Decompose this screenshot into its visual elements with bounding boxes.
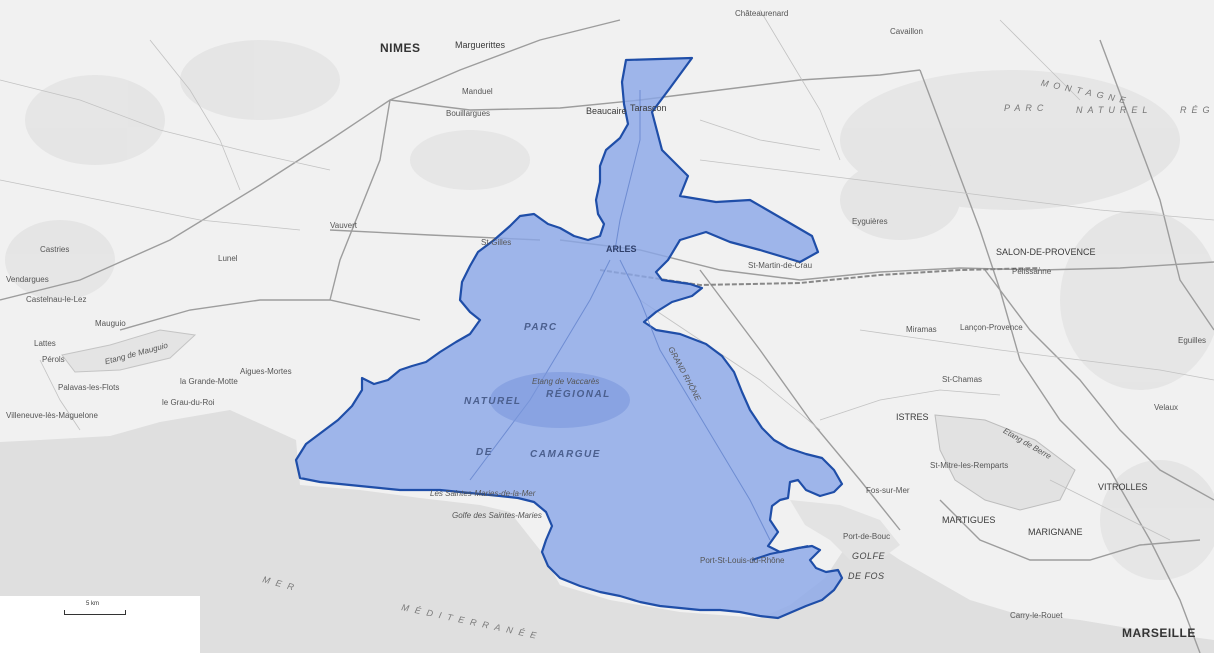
label-grande-motte: la Grande-Motte	[180, 377, 238, 386]
label-golfe-stes: Golfe des Saintes-Maries	[452, 511, 542, 520]
etang-de-vaccares	[490, 372, 630, 428]
label-nimes: NIMES	[380, 41, 421, 55]
road-network	[0, 19, 1214, 653]
label-velaux: Velaux	[1154, 403, 1179, 412]
label-fos: Fos-sur-Mer	[866, 486, 910, 495]
etang-de-mauguio	[61, 329, 197, 373]
label-perols: Pérols	[42, 355, 65, 364]
label-bouillargues: Bouillargues	[446, 109, 491, 118]
gulf-fos-water	[790, 500, 900, 560]
label-port-st-louis: Port-St-Louis-du-Rhône	[700, 556, 785, 565]
label-parc: PARC	[524, 322, 558, 333]
minor-roads	[0, 9, 1214, 541]
label-pelissanne: Pélissanne	[1012, 267, 1052, 276]
label-miramas: Miramas	[906, 325, 937, 334]
label-vaccares: Etang de Vaccarès	[532, 377, 600, 386]
label-lunel: Lunel	[218, 254, 238, 263]
label-vauvert: Vauvert	[330, 221, 357, 230]
label-lancon: Lançon-Provence	[960, 323, 1023, 332]
label-st-mitre: St-Mitre-les-Remparts	[930, 461, 1009, 470]
label-st-martin: St-Martin-de-Crau	[748, 261, 813, 270]
scale-box: 5 km	[0, 596, 200, 653]
label-manduel: Manduel	[462, 87, 493, 96]
label-cavaillon: Cavaillon	[890, 27, 923, 36]
label-beaucaire: Beaucaire	[586, 106, 627, 116]
label-castries: Castries	[40, 245, 70, 254]
label-grau-du-roi: le Grau-du-Roi	[162, 398, 215, 407]
label-mauguio: Mauguio	[95, 319, 126, 328]
scale-label: 5 km	[86, 601, 100, 607]
label-regional: RÉGIONAL	[546, 389, 611, 400]
scale-bar	[64, 610, 126, 615]
grand-rhone-mouth	[751, 545, 809, 561]
park-boundary-camargue[interactable]	[294, 56, 844, 620]
sea-area	[0, 410, 1214, 653]
label-port-de-bouc: Port-de-Bouc	[843, 532, 891, 541]
label-st-gilles: St-Gilles	[481, 238, 512, 247]
label-salon: SALON-DE-PROVENCE	[996, 247, 1096, 257]
label-naturel: NATUREL	[464, 396, 522, 407]
label-marseille: MARSEILLE	[1122, 626, 1196, 640]
label-alpilles-parc: PARC	[1004, 103, 1049, 113]
etang-de-berre	[934, 414, 1076, 511]
label-aigues-mortes: Aigues-Mortes	[240, 367, 292, 376]
label-golfe-fos: GOLFE	[852, 551, 886, 561]
label-palavas: Palavas-les-Flots	[58, 383, 120, 392]
label-marignane: MARIGNANE	[1028, 527, 1083, 537]
label-alpilles-naturel: NATUREL	[1076, 105, 1153, 115]
label-arles: ARLES	[606, 244, 637, 254]
label-lattes: Lattes	[34, 339, 56, 348]
label-eyguieres: Eyguières	[852, 217, 888, 226]
label-st-chamas: St-Chamas	[942, 375, 983, 384]
label-castelnau: Castelnau-le-Lez	[26, 295, 87, 304]
label-de: DE	[476, 447, 493, 458]
label-istres: ISTRES	[896, 412, 929, 422]
label-stes-maries: Les Saintes-Maries-de-la-Mer	[430, 489, 536, 498]
label-vitrolles: VITROLLES	[1098, 482, 1148, 492]
label-marguerittes: Marguerittes	[455, 40, 506, 50]
label-alpilles-reg: RÉG	[1180, 105, 1214, 115]
label-camargue: CAMARGUE	[530, 449, 601, 460]
label-tarascon: Tarascon	[630, 103, 667, 113]
label-chateaurenard: Châteaurenard	[735, 9, 789, 18]
label-villeneuve: Villeneuve-lès-Maguelone	[6, 411, 98, 420]
label-eguilles: Eguilles	[1178, 336, 1207, 345]
terrain-shading	[5, 40, 1214, 580]
label-martigues: MARTIGUES	[942, 515, 996, 525]
label-vendargues: Vendargues	[6, 275, 49, 284]
label-carry: Carry-le-Rouet	[1010, 611, 1063, 620]
label-golfe-fos-2: DE FOS	[848, 571, 885, 581]
